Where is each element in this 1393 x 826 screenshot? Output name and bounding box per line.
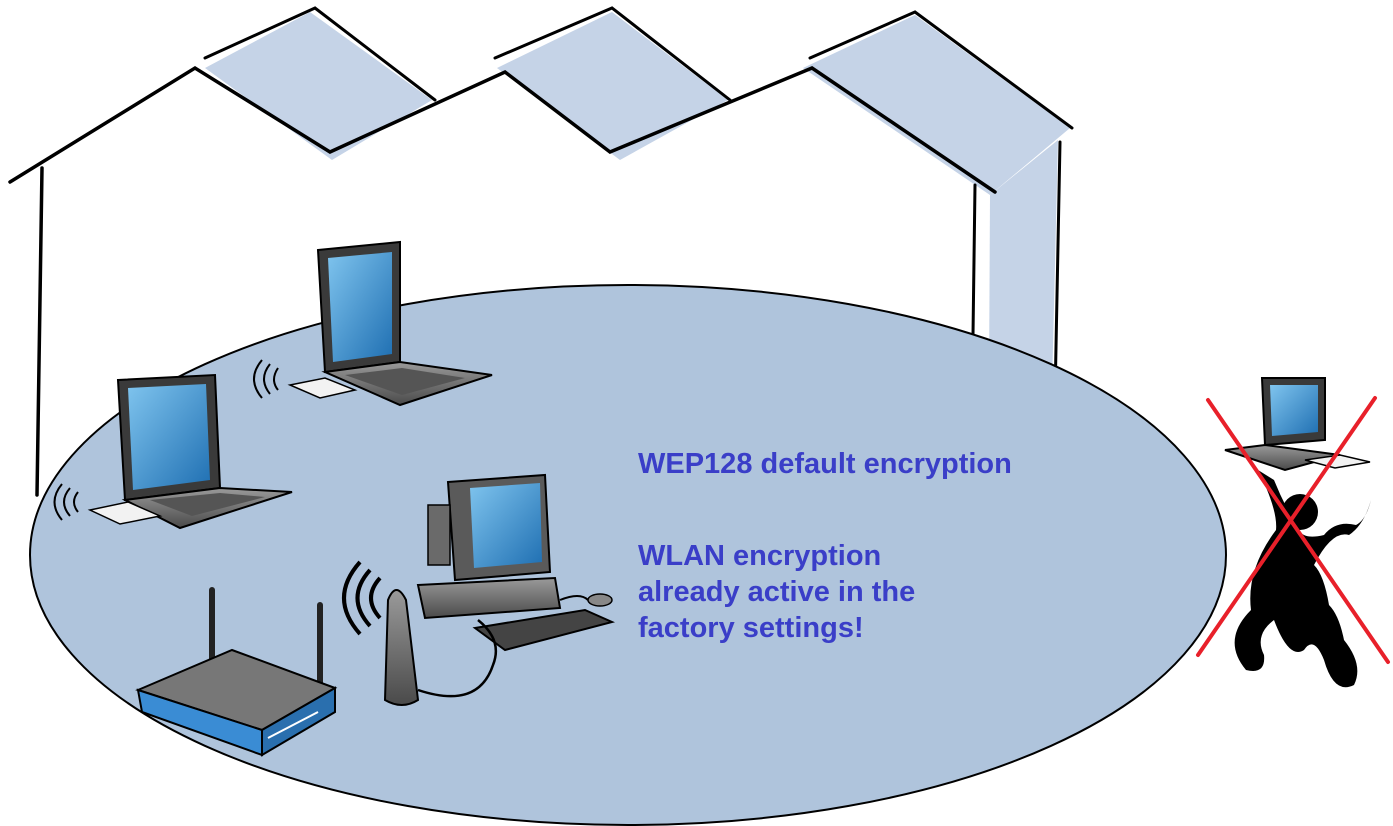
factory-caption-line-2: already active in the bbox=[638, 576, 916, 608]
pc-monitor-side bbox=[427, 504, 451, 566]
roof-line-left bbox=[8, 65, 997, 194]
laptop-left-screen bbox=[128, 384, 210, 490]
intruder bbox=[1224, 377, 1371, 688]
factory-caption-line-3: factory settings! bbox=[638, 612, 864, 644]
pc-case bbox=[416, 576, 562, 620]
roof-panel-3 bbox=[803, 15, 1070, 195]
roof-panel-1 bbox=[205, 12, 432, 160]
pc-screen bbox=[470, 483, 542, 568]
intruder-laptop-screen bbox=[1270, 385, 1318, 436]
signal-waves-pc bbox=[342, 560, 382, 636]
default-encryption-caption: WEP128 default encryption bbox=[638, 448, 1012, 480]
cross-icon bbox=[1196, 396, 1390, 664]
signal-waves-laptop-left bbox=[53, 483, 79, 521]
left-wall bbox=[35, 166, 44, 497]
roof-ridge-2 bbox=[493, 6, 732, 102]
wlan-card-laptop-left bbox=[87, 501, 163, 525]
intruder-wlan-card bbox=[1304, 454, 1371, 469]
wlan-coverage-area bbox=[29, 284, 1227, 826]
factory-settings-caption: WLAN encryption already active in the fa… bbox=[638, 538, 915, 646]
laptop-left bbox=[53, 373, 293, 530]
cross-stroke-2 bbox=[1196, 396, 1377, 657]
cross-stroke-1 bbox=[1206, 398, 1390, 664]
router-led-strip bbox=[267, 711, 319, 739]
factory-caption-line-1: WLAN encryption bbox=[638, 540, 882, 572]
roof-ridge-3 bbox=[808, 10, 1074, 130]
laptop-top-keyboard bbox=[345, 368, 465, 395]
adapter-cable bbox=[417, 619, 498, 698]
laptop-top-screen bbox=[328, 252, 392, 362]
roof-ridge-1 bbox=[203, 6, 437, 102]
wlan-card-laptop-top bbox=[287, 377, 358, 399]
pc-mouse bbox=[587, 593, 613, 607]
signal-waves-laptop-top bbox=[253, 359, 279, 399]
laptop-left-keyboard bbox=[150, 493, 265, 516]
pc-mouse-cable bbox=[559, 595, 589, 601]
wlan-router bbox=[135, 587, 338, 757]
laptop-top bbox=[253, 240, 493, 407]
usb-adapter bbox=[383, 589, 420, 706]
desktop-pc bbox=[342, 473, 616, 706]
attacker-figure-icon bbox=[1234, 470, 1371, 688]
roof-panel-2 bbox=[497, 12, 728, 160]
